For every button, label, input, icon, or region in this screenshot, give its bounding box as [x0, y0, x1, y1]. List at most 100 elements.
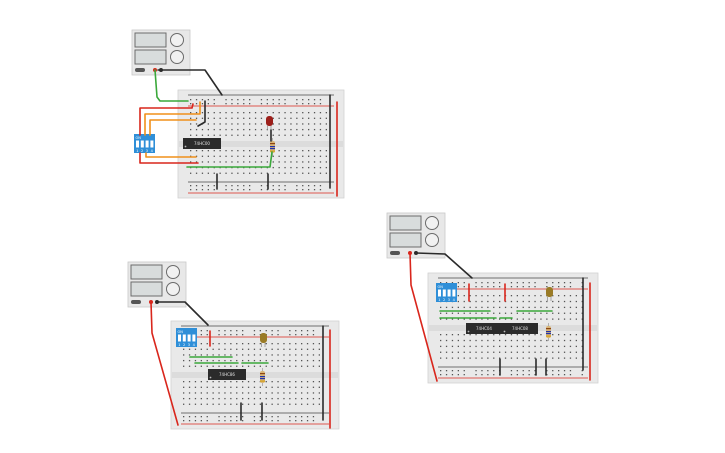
hole[interactable] — [207, 112, 209, 114]
hole[interactable] — [540, 345, 542, 348]
hole[interactable] — [290, 117, 292, 119]
hole[interactable] — [190, 112, 192, 114]
hole[interactable] — [242, 403, 244, 405]
hole[interactable] — [283, 343, 285, 345]
hole[interactable] — [247, 397, 250, 400]
dip-toggle[interactable] — [438, 289, 441, 297]
hole[interactable] — [325, 155, 327, 157]
hole[interactable] — [308, 103, 310, 105]
hole[interactable] — [213, 134, 215, 136]
hole[interactable] — [516, 357, 518, 359]
hole[interactable] — [499, 282, 501, 284]
hole[interactable] — [237, 112, 239, 114]
hole[interactable] — [504, 318, 507, 320]
hole[interactable] — [451, 306, 454, 309]
hole[interactable] — [212, 397, 214, 400]
hole[interactable] — [493, 334, 495, 336]
hole[interactable] — [534, 300, 536, 303]
current-knob[interactable] — [425, 233, 439, 247]
hole[interactable] — [254, 134, 257, 136]
hole[interactable] — [218, 348, 220, 350]
hole[interactable] — [522, 339, 524, 342]
hole[interactable] — [243, 103, 245, 105]
hole[interactable] — [249, 185, 251, 187]
hole[interactable] — [312, 330, 315, 332]
hole[interactable] — [249, 112, 251, 114]
hole[interactable] — [504, 345, 507, 348]
hole[interactable] — [201, 189, 204, 191]
hole[interactable] — [289, 397, 291, 400]
hole[interactable] — [243, 128, 245, 131]
hole[interactable] — [266, 161, 268, 163]
hole[interactable] — [260, 112, 263, 114]
hole[interactable] — [504, 339, 507, 342]
hole[interactable] — [253, 381, 256, 383]
hole[interactable] — [243, 99, 245, 101]
hole[interactable] — [243, 189, 245, 191]
hole[interactable] — [259, 354, 261, 356]
hole[interactable] — [253, 420, 256, 422]
hole[interactable] — [277, 348, 279, 350]
hole[interactable] — [563, 357, 566, 359]
hole[interactable] — [236, 365, 238, 367]
hole[interactable] — [563, 339, 566, 342]
hole[interactable] — [272, 172, 274, 174]
hole[interactable] — [308, 185, 310, 187]
hole[interactable] — [206, 420, 208, 422]
hole[interactable] — [289, 365, 291, 367]
hole[interactable] — [487, 306, 489, 309]
hole[interactable] — [301, 397, 303, 400]
hole[interactable] — [259, 359, 261, 362]
hole[interactable] — [528, 374, 530, 376]
hole[interactable] — [522, 357, 524, 359]
hole[interactable] — [296, 128, 298, 131]
hole[interactable] — [190, 134, 192, 136]
hole[interactable] — [224, 334, 226, 336]
hole[interactable] — [213, 161, 215, 163]
hole[interactable] — [440, 357, 442, 359]
hole[interactable] — [445, 318, 448, 320]
hole[interactable] — [469, 339, 471, 342]
hole[interactable] — [271, 386, 273, 388]
hole[interactable] — [249, 155, 251, 157]
hole[interactable] — [301, 381, 303, 383]
hole[interactable] — [230, 416, 232, 418]
hole[interactable] — [325, 128, 327, 131]
hole[interactable] — [224, 403, 226, 405]
hole[interactable] — [219, 117, 221, 119]
hole[interactable] — [213, 155, 215, 157]
hole[interactable] — [188, 365, 191, 367]
hole[interactable] — [295, 386, 297, 388]
hole[interactable] — [510, 312, 513, 314]
hole[interactable] — [254, 117, 257, 119]
hole[interactable] — [493, 345, 495, 348]
ic-chip-body[interactable] — [502, 323, 538, 334]
hole[interactable] — [296, 166, 298, 169]
hole[interactable] — [510, 282, 513, 284]
hole[interactable] — [301, 403, 303, 405]
hole[interactable] — [206, 343, 208, 345]
hole[interactable] — [224, 386, 226, 388]
hole[interactable] — [200, 343, 202, 345]
hole[interactable] — [302, 150, 304, 152]
hole[interactable] — [313, 155, 316, 157]
hole[interactable] — [575, 295, 577, 297]
hole[interactable] — [271, 365, 273, 367]
hole[interactable] — [308, 166, 310, 169]
hole[interactable] — [284, 99, 286, 101]
dip-switch-body[interactable] — [176, 328, 197, 347]
hole[interactable] — [295, 381, 297, 383]
hole[interactable] — [499, 351, 501, 353]
wire-dip[interactable] — [144, 101, 201, 136]
hole[interactable] — [295, 354, 297, 356]
hole[interactable] — [306, 403, 309, 405]
hole[interactable] — [207, 172, 209, 174]
hole[interactable] — [308, 112, 310, 114]
hole[interactable] — [200, 397, 202, 400]
hole[interactable] — [218, 381, 220, 383]
ic-chip[interactable]: 74HC00 — [183, 138, 221, 149]
hole[interactable] — [469, 312, 471, 314]
hole[interactable] — [206, 365, 208, 367]
hole[interactable] — [190, 99, 192, 101]
hole[interactable] — [475, 306, 477, 309]
